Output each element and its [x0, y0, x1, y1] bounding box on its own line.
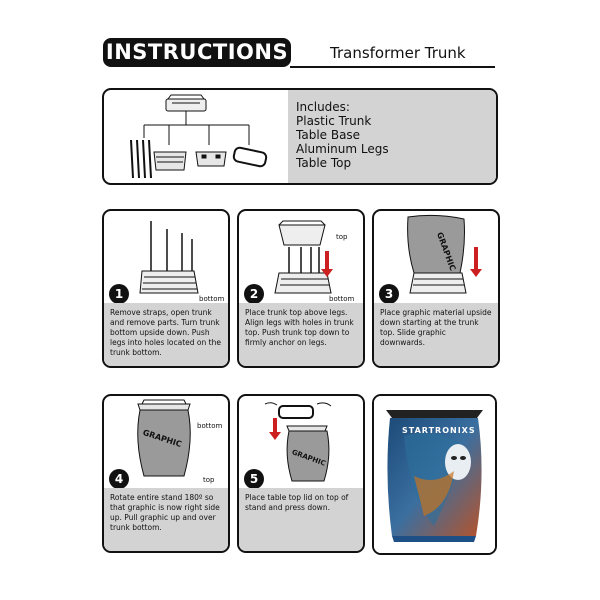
step-2-number: 2 [244, 284, 264, 304]
bottom-label: bottom [199, 295, 225, 303]
header-rule [290, 66, 495, 68]
step-1-number: 1 [109, 284, 129, 304]
step-2-panel: top bottom 2 Place trunk top above legs.… [237, 209, 365, 368]
includes-list: Includes: Plastic Trunk Table Base Alumi… [288, 90, 496, 183]
step-4-panel: GRAPHIC bottom top 4 Rotate entire stand… [102, 394, 230, 553]
product-photo [374, 396, 495, 553]
step-1-instructions: Remove straps, open trunk and remove par… [104, 303, 228, 366]
product-photo-panel: STARTRONIXS [372, 394, 497, 555]
includes-heading: Includes: [296, 100, 350, 114]
step-1-illustration [139, 221, 199, 294]
step-2-text: Place trunk top above legs. Align legs w… [245, 308, 354, 347]
includes-item: Table Top [296, 156, 352, 170]
top-label: top [203, 476, 215, 484]
step-1-panel: 1 bottom Remove straps, open trunk and r… [102, 209, 230, 368]
product-name: Transformer Trunk [330, 44, 466, 62]
step-2-instructions: Place trunk top above legs. Align legs w… [239, 303, 363, 366]
top-label: top [336, 233, 348, 241]
step-4-instructions: Rotate entire stand 180º so that graphic… [104, 488, 228, 551]
step-5-number: 5 [244, 469, 264, 489]
step-3-number: 3 [379, 284, 399, 304]
step-4-illustration [137, 399, 191, 477]
includes-panel: Includes: Plastic Trunk Table Base Alumi… [102, 88, 498, 185]
step-5-panel: GRAPHIC 5 Place table top lid on top of … [237, 394, 365, 553]
step-3-panel: GRAPHIC 3 Place graphic material upside … [372, 209, 500, 368]
step-5-text: Place table top lid on top of stand and … [245, 493, 349, 512]
step-1-text: Remove straps, open trunk and remove par… [110, 308, 221, 357]
brand-logo: STARTRONIXS [402, 426, 476, 435]
step-4-text: Rotate entire stand 180º so that graphic… [110, 493, 220, 532]
parts-illustration [130, 94, 268, 179]
step-4-number: 4 [109, 469, 129, 489]
step-3-text: Place graphic material upside down start… [380, 308, 492, 347]
includes-item: Aluminum Legs [296, 142, 389, 156]
bottom-label: bottom [329, 295, 355, 303]
step-2-illustration [274, 220, 333, 294]
step-3-instructions: Place graphic material upside down start… [374, 303, 498, 366]
step-5-illustration [264, 402, 332, 482]
bottom-label: bottom [197, 422, 223, 430]
page-title: INSTRUCTIONS [103, 38, 291, 67]
includes-item: Table Base [296, 128, 361, 142]
includes-item: Plastic Trunk [296, 114, 372, 128]
step-3-illustration [407, 214, 482, 294]
step-5-instructions: Place table top lid on top of stand and … [239, 488, 363, 551]
